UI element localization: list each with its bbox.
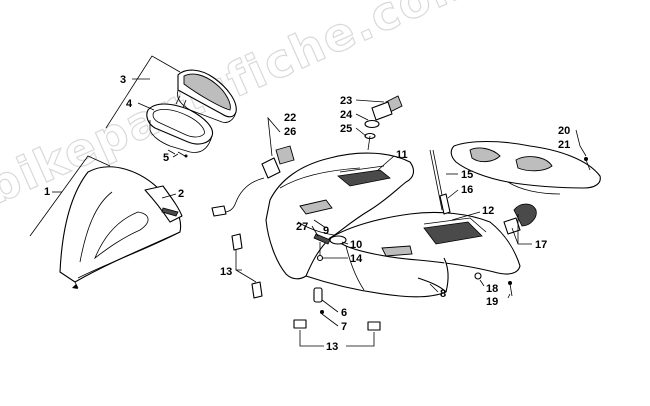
side-panel [329, 211, 521, 293]
windshield-arrow [72, 284, 78, 289]
grip-27 [313, 233, 331, 245]
tank-cover [450, 141, 601, 195]
callout-21: 21 [558, 139, 570, 151]
callout-8: 8 [440, 288, 446, 300]
callout-17: 17 [535, 239, 547, 251]
latch-rod [429, 149, 451, 215]
callout-25: 25 [340, 123, 352, 135]
callout-11: 11 [396, 149, 408, 161]
callout-13-upper: 13 [220, 266, 232, 278]
instrument-gauge [175, 69, 237, 123]
callout-12: 12 [482, 205, 494, 217]
callout-18: 18 [486, 283, 498, 295]
windshield-bracket [144, 185, 183, 223]
callout-9: 9 [323, 225, 329, 237]
knob-17 [503, 203, 537, 235]
callout-27: 27 [296, 221, 308, 233]
callout-3: 3 [120, 74, 126, 86]
callout-10: 10 [350, 239, 362, 251]
callout-14: 14 [350, 253, 363, 265]
callout-7: 7 [341, 321, 347, 333]
screws-18-19 [474, 272, 513, 297]
callout-13-lower: 13 [326, 341, 338, 353]
callout-19: 19 [486, 296, 498, 308]
gauge-bezel [146, 103, 214, 153]
gauge-screws [167, 149, 188, 158]
fasteners-6-7 [313, 287, 324, 314]
callout-6: 6 [341, 307, 347, 319]
callout-15: 15 [461, 169, 473, 181]
switch-harness [211, 145, 295, 217]
callout-4: 4 [126, 98, 133, 110]
callout-26: 26 [284, 126, 296, 138]
callout-1: 1 [44, 186, 50, 198]
callouts: 1 2 3 4 5 6 7 8 9 10 11 12 13 13 14 15 1… [44, 74, 570, 353]
callout-20: 20 [558, 125, 570, 137]
callout-2: 2 [178, 188, 184, 200]
callout-22: 22 [284, 112, 296, 124]
callout-16: 16 [461, 184, 473, 196]
watermark: bikepartsfiche.com [0, 0, 486, 215]
callout-5: 5 [163, 152, 169, 164]
hood-console [265, 152, 447, 298]
callout-23: 23 [340, 95, 352, 107]
leader-lines [29, 55, 587, 347]
pads-13 [231, 233, 381, 331]
key-switch [364, 95, 403, 151]
callout-24: 24 [340, 109, 353, 121]
cover-screw-21 [584, 157, 591, 171]
windshield [59, 166, 182, 289]
bolt-14 [316, 242, 324, 262]
